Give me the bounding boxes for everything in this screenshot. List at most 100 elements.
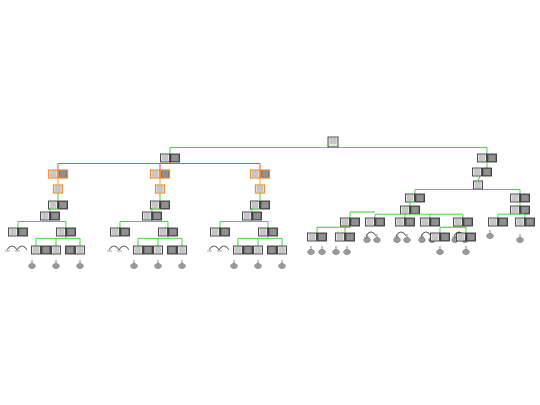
- tree-node-55: [473, 180, 483, 190]
- node-box: [327, 136, 339, 148]
- tree-node-42: [210, 227, 220, 237]
- tree-node-79: [317, 232, 327, 242]
- tree-node-80: [335, 232, 345, 242]
- leaf-fork: [6, 245, 18, 251]
- tree-node-37: [254, 184, 266, 194]
- tree-node-1: [160, 153, 170, 163]
- tree-node-57: [415, 193, 425, 203]
- leaf-node: [254, 263, 262, 269]
- tree-node-48: [277, 245, 287, 255]
- tree-node-2: [170, 153, 180, 163]
- tree-node-77: [350, 217, 360, 227]
- tree-node-10: [8, 227, 18, 237]
- tree-node-67: [430, 217, 440, 227]
- tree-node-8: [40, 211, 50, 221]
- tree-node-33: [143, 245, 153, 255]
- tree-node-47: [253, 245, 263, 255]
- leaf-node: [318, 249, 326, 255]
- tree-node-9: [50, 211, 60, 221]
- tree-node-45: [268, 227, 278, 237]
- tree-node-58: [510, 193, 520, 203]
- tree-node-19: [149, 169, 161, 179]
- tree-node-30: [133, 245, 143, 255]
- tree-node-59: [520, 193, 530, 203]
- tree-node-70: [510, 205, 520, 215]
- leaf-fork: [218, 245, 230, 251]
- tree-node-54: [482, 167, 492, 177]
- leaf-node: [154, 263, 162, 269]
- tree-node-84: [456, 232, 466, 242]
- tree-node-75: [525, 217, 535, 227]
- tree-node-28: [158, 227, 168, 237]
- tree-node-6: [48, 200, 58, 210]
- tree-node-74: [515, 217, 525, 227]
- leaf-node: [178, 263, 186, 269]
- tree-node-63: [375, 217, 385, 227]
- tree-node-52: [487, 153, 497, 163]
- edge-r-chain: [477, 175, 481, 182]
- tree-node-20: [159, 169, 171, 179]
- leaf-node: [76, 263, 84, 269]
- leaf-node: [130, 263, 138, 269]
- tree-node-66: [420, 217, 430, 227]
- tree-node-46: [233, 245, 243, 255]
- tree-node-44: [258, 227, 268, 237]
- tree-node-76: [340, 217, 350, 227]
- tree-node-68: [453, 217, 463, 227]
- tree-node-73: [498, 217, 508, 227]
- tree-node-50: [267, 245, 277, 255]
- tree-node-18: [65, 245, 75, 255]
- leaf-fork: [365, 231, 377, 237]
- tree-node-34: [167, 245, 177, 255]
- tree-node-15: [51, 245, 61, 255]
- leaf-node: [462, 249, 470, 255]
- tree-node-51: [477, 153, 487, 163]
- tree-node-71: [520, 205, 530, 215]
- tree-node-24: [142, 211, 152, 221]
- tree-node-40: [242, 211, 252, 221]
- tree-node-69: [463, 217, 473, 227]
- leaf-fork: [395, 231, 407, 237]
- tree-node-3: [47, 169, 59, 179]
- leaf-node: [343, 249, 351, 255]
- tree-node-64: [395, 217, 405, 227]
- tree-node-0: [327, 136, 339, 148]
- leaf-node: [373, 237, 381, 243]
- tree-node-56: [405, 193, 415, 203]
- tree-node-13: [66, 227, 76, 237]
- tree-node-26: [110, 227, 120, 237]
- tree-node-39: [260, 200, 270, 210]
- leaf-fork: [420, 231, 432, 237]
- tree-node-53: [472, 167, 482, 177]
- leaf-node: [52, 263, 60, 269]
- leaf-node: [363, 237, 371, 243]
- leaf-fork: [108, 245, 120, 251]
- leaf-node: [278, 263, 286, 269]
- tree-node-81: [345, 232, 355, 242]
- leaf-node: [230, 263, 238, 269]
- tree-node-29: [168, 227, 178, 237]
- tree-node-4: [57, 169, 69, 179]
- tree-node-22: [150, 200, 160, 210]
- tree-node-32: [177, 245, 187, 255]
- leaf-node: [307, 249, 315, 255]
- tree-node-31: [153, 245, 163, 255]
- tree-node-5: [52, 184, 64, 194]
- leaf-node: [332, 249, 340, 255]
- tree-node-27: [120, 227, 130, 237]
- tree-node-35: [249, 169, 261, 179]
- tree-node-12: [56, 227, 66, 237]
- leaf-node: [418, 237, 426, 243]
- leaf-fork: [16, 245, 28, 251]
- leaf-fork: [118, 245, 130, 251]
- tree-node-11: [18, 227, 28, 237]
- tree-node-17: [41, 245, 51, 255]
- leaf-node: [486, 233, 494, 239]
- leaf-node: [516, 237, 524, 243]
- tree-node-43: [220, 227, 230, 237]
- leaf-fork: [208, 245, 220, 251]
- tree-node-36: [259, 169, 271, 179]
- tree-node-62: [365, 217, 375, 227]
